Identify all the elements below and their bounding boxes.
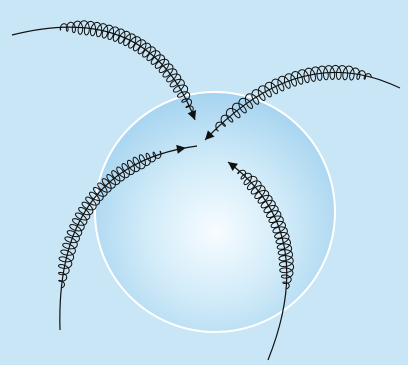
sphere	[95, 92, 335, 332]
